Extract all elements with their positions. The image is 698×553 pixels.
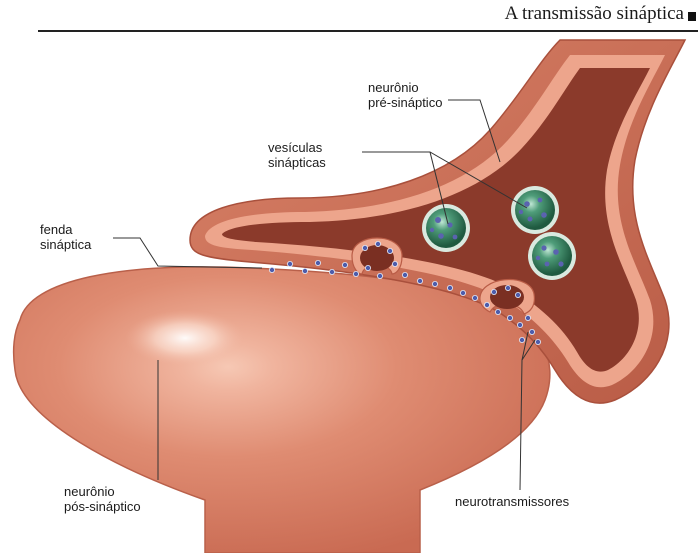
label-presynaptic-neuron: neurônio pré-sináptico xyxy=(368,80,442,110)
synaptic-vesicle xyxy=(511,186,559,234)
exocytosis-pocket-right xyxy=(480,280,534,314)
synaptic-vesicle xyxy=(422,204,470,252)
synaptic-vesicle xyxy=(528,232,576,280)
label-synaptic-vesicles: vesículas sinápticas xyxy=(268,140,326,170)
label-postsynaptic-neuron: neurônio pós-sináptico xyxy=(64,484,141,514)
label-neurotransmitters: neurotransmissores xyxy=(455,494,569,509)
label-synaptic-cleft: fenda sináptica xyxy=(40,222,91,252)
